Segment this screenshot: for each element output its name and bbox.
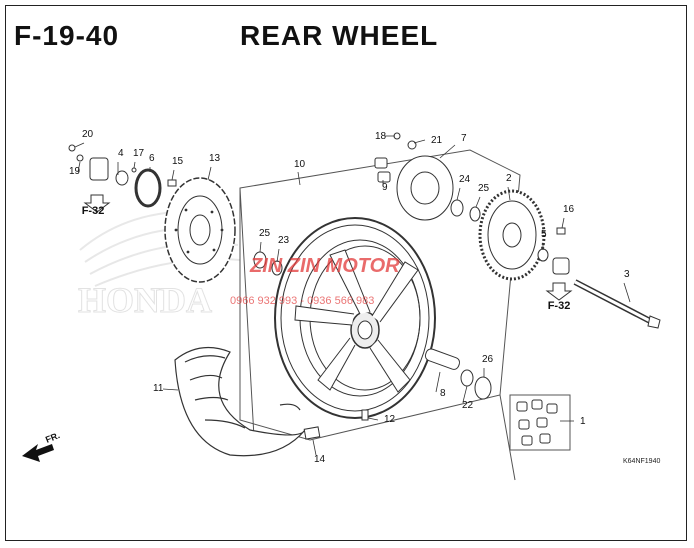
- honda-watermark-text: HONDA: [78, 280, 212, 320]
- honda-wing-watermark: HONDA: [78, 210, 241, 321]
- hugger-fender: [174, 346, 306, 457]
- callout-5: 5: [541, 229, 547, 240]
- right-small-parts: [537, 227, 573, 301]
- callout-21: 21: [431, 135, 443, 146]
- rear-wheel-rim: [274, 217, 436, 419]
- callout-9: 9: [382, 182, 388, 193]
- left-small-parts: [68, 144, 177, 213]
- phone-watermark: 0966 932 993 - 0936 566 983: [230, 295, 374, 307]
- callout-10: 10: [294, 159, 306, 170]
- leader-lines: [74, 135, 631, 456]
- front-arrow-icon: [22, 444, 54, 462]
- diagram-code-heading: F-19-40: [14, 20, 120, 51]
- callout-numbers: 1234567891011121314151617181920212223242…: [69, 129, 630, 465]
- callout-20: 20: [82, 129, 94, 140]
- reference-arrow-right: [545, 282, 573, 301]
- callout-24: 24: [459, 174, 471, 185]
- diagram-title: REAR WHEEL: [240, 20, 439, 51]
- callout-17: 17: [133, 148, 145, 159]
- wheel-frame-box: [239, 149, 521, 481]
- final-driven-flange: [374, 132, 481, 222]
- callout-25: 25: [259, 228, 271, 239]
- callout-26: 26: [482, 354, 494, 365]
- callout-15: 15: [172, 156, 184, 167]
- front-label: FR.: [44, 430, 61, 445]
- callout-12: 12: [384, 414, 396, 425]
- reference-labels: F-32F-32: [82, 205, 571, 312]
- callout-23: 23: [278, 235, 290, 246]
- callout-14: 14: [314, 454, 326, 465]
- callout-18: 18: [375, 131, 387, 142]
- callout-11: 11: [153, 383, 164, 394]
- reference-arrow-left: [83, 194, 111, 213]
- front-direction-indicator: FR.: [22, 430, 61, 462]
- callout-1: 1: [580, 416, 586, 427]
- reference-label-f32: F-32: [548, 300, 571, 312]
- callout-3: 3: [624, 269, 630, 280]
- rear-axle: [573, 279, 661, 329]
- reference-label-f32: F-32: [82, 205, 105, 217]
- callout-22: 22: [462, 400, 474, 411]
- diagram-frame: [5, 5, 687, 541]
- callout-4: 4: [118, 148, 124, 159]
- callout-7: 7: [461, 133, 467, 144]
- callout-2: 2: [506, 173, 512, 184]
- driven-sprocket: [478, 189, 546, 281]
- callout-19: 19: [69, 166, 81, 177]
- callout-8: 8: [440, 388, 446, 399]
- bearings-and-spacers: [253, 251, 492, 440]
- shop-watermark: ZIN ZIN MOTOR: [249, 255, 400, 277]
- callout-13: 13: [209, 153, 221, 164]
- callout-25: 25: [478, 183, 490, 194]
- callout-6: 6: [149, 153, 155, 164]
- brake-disc: [164, 177, 236, 283]
- diagram-reference-code: K64NF1940: [623, 458, 660, 465]
- callout-16: 16: [563, 204, 575, 215]
- wheel-damper-rubbers: [509, 394, 571, 451]
